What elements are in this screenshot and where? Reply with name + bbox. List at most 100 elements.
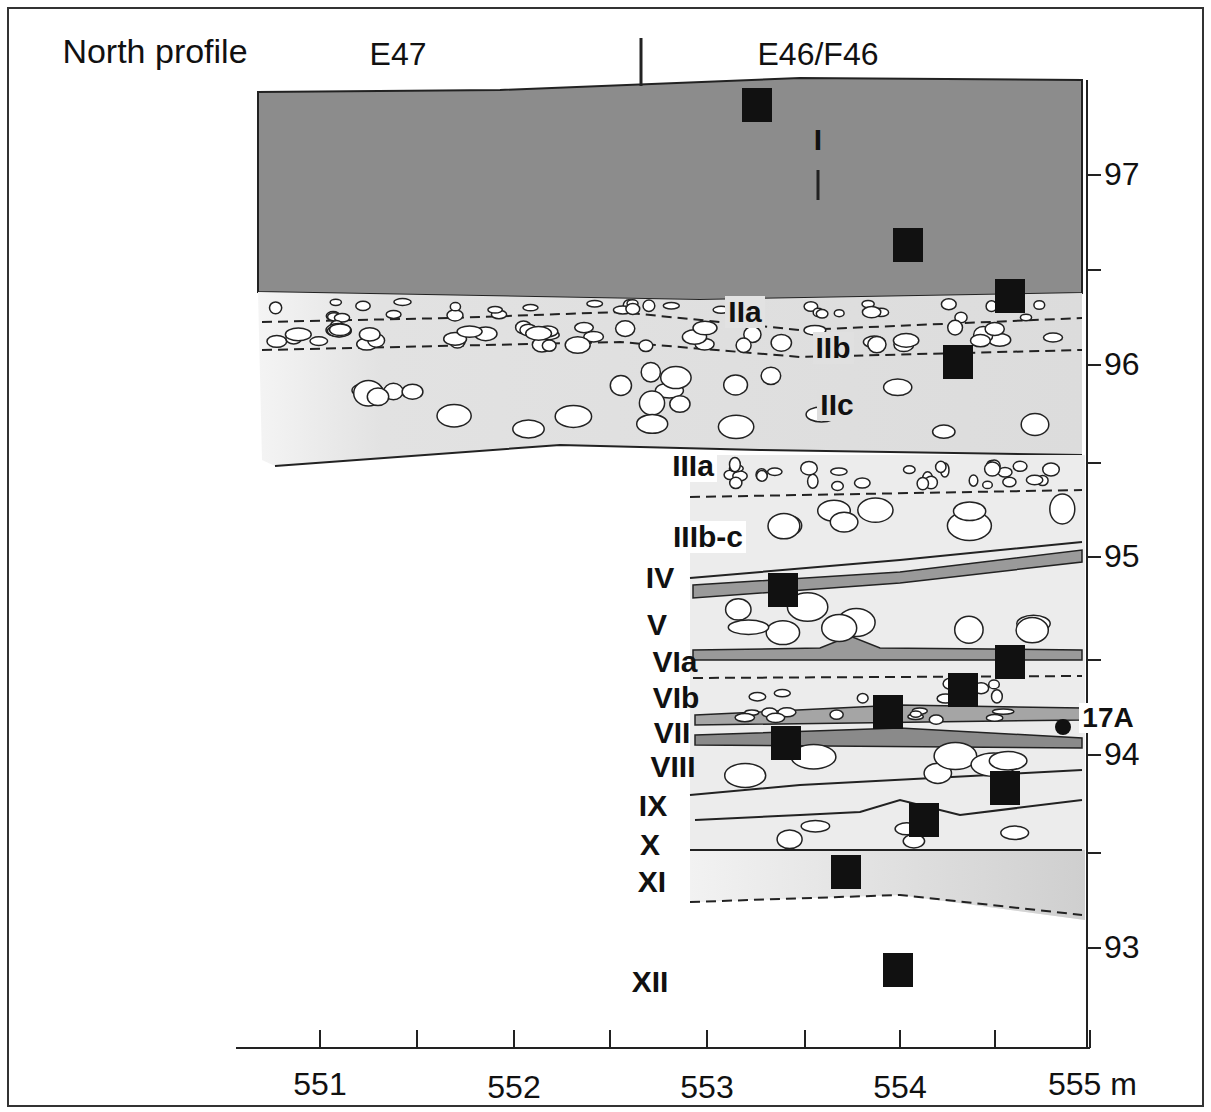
stone	[774, 690, 790, 697]
stone	[1016, 618, 1048, 643]
sample-label: 17A	[1079, 703, 1136, 732]
layer-label: VIb	[653, 682, 700, 714]
stone	[575, 323, 594, 333]
stone	[693, 321, 717, 335]
stone	[768, 468, 782, 475]
stone	[1020, 314, 1031, 320]
stone	[986, 715, 1002, 722]
stone	[726, 599, 751, 620]
layer-label: VIa	[652, 646, 697, 678]
stone	[587, 300, 603, 307]
axis-tick	[416, 1030, 418, 1048]
stone	[858, 498, 893, 522]
axis-tick	[804, 1030, 806, 1048]
stone	[808, 474, 818, 488]
axis-tick	[1087, 364, 1101, 366]
axis-label: 96	[1104, 348, 1140, 382]
stone	[728, 620, 768, 634]
axis-tick	[513, 1030, 515, 1048]
stone	[917, 478, 928, 490]
stone	[285, 328, 311, 341]
grid-label: E46/F46	[758, 38, 879, 72]
stone	[270, 302, 282, 314]
stone	[992, 690, 1003, 703]
layer-label: IIIa	[669, 450, 717, 482]
sample-square	[943, 345, 973, 379]
stone	[767, 713, 785, 722]
stone	[954, 502, 986, 521]
stone	[766, 621, 799, 645]
stone	[394, 299, 411, 306]
sample-square	[995, 279, 1025, 313]
sample-square	[831, 855, 861, 889]
stone	[326, 324, 351, 337]
axis-tick	[706, 1030, 708, 1048]
stone	[267, 336, 287, 348]
layer-label: IV	[646, 562, 674, 594]
stone	[816, 310, 828, 318]
stone	[934, 743, 977, 770]
axis-tick	[1087, 754, 1101, 756]
frame	[8, 8, 1203, 1106]
stone	[989, 752, 1027, 770]
axis-tick	[994, 1030, 996, 1048]
stone	[993, 709, 1014, 714]
stone	[801, 461, 818, 475]
layer-label: IIa	[725, 296, 764, 328]
stone	[757, 471, 768, 482]
layer-vii-base	[695, 728, 1082, 748]
layer-label: IIIb-c	[670, 521, 746, 553]
axis-label: 95	[1104, 540, 1140, 574]
stone	[730, 477, 742, 488]
stone	[834, 310, 844, 317]
stone	[948, 320, 963, 335]
lower-section	[690, 455, 1085, 920]
sample-square	[990, 771, 1020, 805]
stone	[761, 367, 781, 384]
sample-square	[948, 673, 978, 707]
stone	[868, 337, 886, 353]
axis-tick	[899, 1030, 901, 1048]
stone	[488, 307, 502, 313]
stone	[725, 763, 766, 787]
layer-label: XII	[632, 966, 669, 998]
stone	[971, 335, 991, 347]
sample-square	[883, 953, 913, 987]
axis-tick	[609, 1030, 611, 1048]
stone	[941, 299, 956, 310]
stone	[724, 375, 748, 395]
layer-label: V	[647, 609, 667, 641]
layer-label: IIc	[817, 389, 856, 421]
axis-tick	[1087, 659, 1101, 661]
stone	[749, 693, 766, 701]
stone	[985, 323, 1004, 336]
stone	[526, 327, 552, 341]
stone	[983, 481, 993, 488]
stone	[457, 326, 482, 337]
stone	[1034, 301, 1045, 310]
stone	[933, 425, 955, 438]
stone	[1044, 333, 1063, 342]
stone	[643, 300, 655, 311]
stone	[822, 615, 857, 642]
sample-square	[742, 88, 772, 122]
stone	[929, 715, 943, 724]
stone	[830, 512, 858, 532]
sample-dot	[1055, 719, 1071, 735]
sample-square	[995, 645, 1025, 679]
stone	[969, 475, 978, 486]
axis-tick	[319, 1030, 321, 1048]
sample-square	[873, 695, 903, 729]
stone	[1013, 461, 1027, 471]
axis-label: 554	[873, 1071, 926, 1105]
layer-label: VII	[654, 717, 691, 749]
stone	[771, 334, 791, 351]
stone	[735, 714, 754, 722]
stone	[1026, 475, 1042, 484]
stone	[718, 415, 753, 438]
stone	[1050, 494, 1075, 524]
stone	[367, 388, 388, 406]
axis-label: 97	[1104, 158, 1140, 192]
axis-tick	[1087, 852, 1101, 854]
